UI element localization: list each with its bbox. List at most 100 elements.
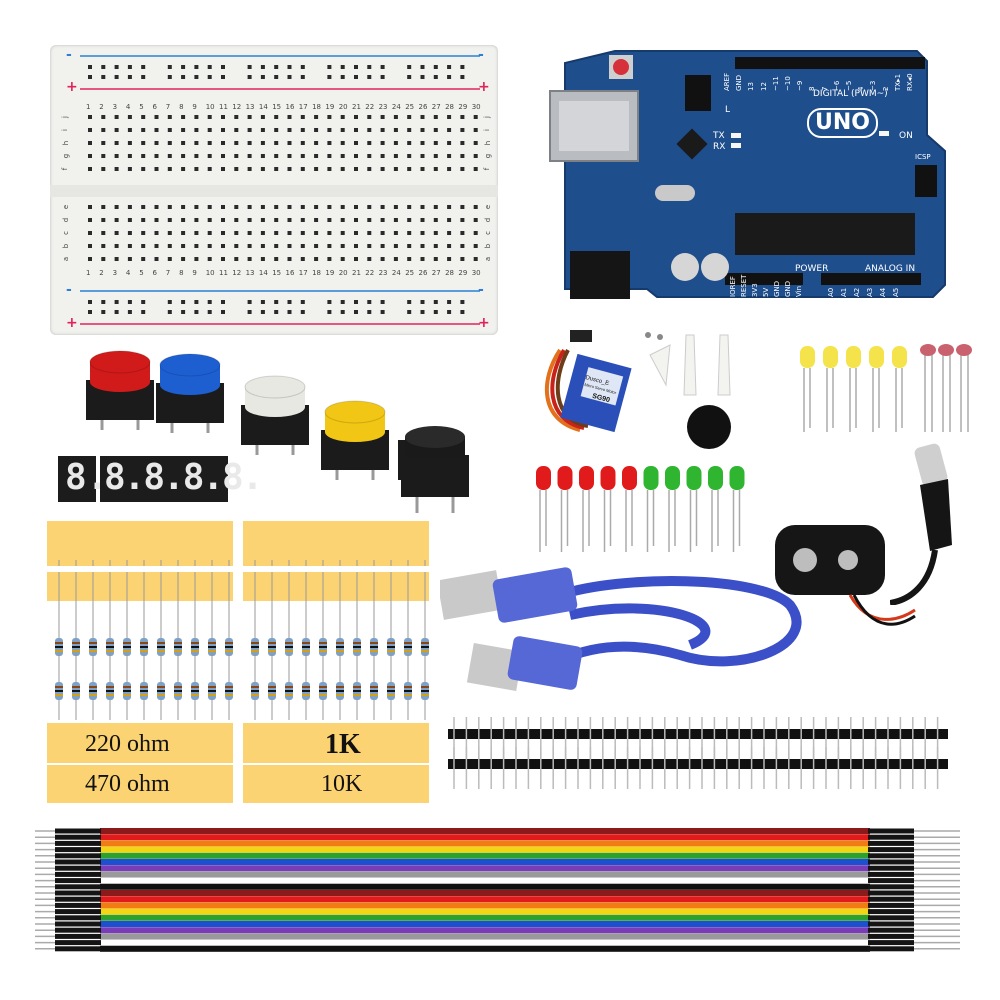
resistor-220-label-tape: 220 ohm — [47, 723, 233, 763]
led — [643, 466, 659, 552]
jumper-wire — [100, 921, 870, 927]
row-letter: f — [483, 167, 492, 171]
usb-cable — [440, 567, 802, 692]
jumper-wire — [100, 828, 870, 834]
rail-plus-sign: + — [478, 315, 490, 331]
column-number: 7 — [165, 103, 171, 111]
column-number: 26 — [418, 269, 428, 277]
resistor-pack-tape — [47, 521, 233, 601]
jumper-wire — [100, 834, 870, 841]
resistor — [140, 652, 148, 720]
row-letter: b — [62, 243, 71, 249]
column-number: 16 — [285, 269, 295, 277]
row-letter: e — [62, 204, 71, 210]
row-letter: h — [62, 140, 71, 146]
resistor — [157, 652, 165, 720]
row-letter: a — [62, 256, 71, 262]
seven-segment-display-1digit: 8. — [58, 456, 108, 502]
resistor-470-label-tape: 470 ohm — [47, 765, 233, 803]
row-letter: i — [60, 129, 69, 131]
led — [800, 346, 815, 432]
arduino-uno-board: UNO DIGITAL (PWM~) ON TX RX L ICSP POWER… — [545, 45, 955, 305]
resistor — [404, 652, 412, 720]
jumper-wires — [35, 828, 960, 952]
column-number: 5 — [139, 103, 144, 111]
led — [846, 346, 861, 432]
jumper-wire — [100, 871, 870, 878]
column-number: 17 — [298, 269, 308, 277]
pin-label: GND — [735, 74, 744, 91]
jumper-wire — [100, 890, 870, 896]
row-letter: c — [61, 231, 70, 235]
row-letter: h — [484, 140, 493, 146]
rail-plus-sign: + — [66, 315, 78, 331]
pin-label: ~3 — [869, 80, 878, 91]
column-number: 20 — [338, 269, 348, 277]
push-buttons — [80, 345, 440, 490]
pin-label: A0 — [827, 287, 835, 297]
tx-led-label: TX — [713, 131, 725, 141]
led — [892, 346, 907, 432]
row-letter: d — [62, 217, 71, 223]
column-number: 25 — [405, 269, 415, 277]
pin-header-strip — [448, 729, 948, 739]
jumper-wire — [100, 945, 870, 952]
column-number: 15 — [272, 269, 282, 277]
jumper-wire — [100, 927, 870, 934]
resistor — [268, 652, 276, 720]
power-label: POWER — [795, 264, 829, 274]
resistor — [336, 652, 344, 720]
column-number: 27 — [431, 269, 441, 277]
column-number: 4 — [125, 269, 131, 277]
rail-minus-sign: - — [478, 47, 484, 63]
resistor — [123, 652, 131, 720]
servo-motor: Dusco_E Micro Servo Motor SG90 — [540, 320, 680, 460]
column-number: 20 — [338, 103, 348, 111]
pin-label: RESET — [740, 274, 748, 297]
column-number: 1 — [86, 269, 91, 277]
column-number: 2 — [99, 103, 104, 111]
jumper-wire — [100, 846, 870, 853]
resistor-470-label: 470 ohm — [85, 771, 170, 797]
led — [665, 466, 680, 552]
column-number: 21 — [352, 103, 361, 111]
column-number: 13 — [245, 103, 255, 111]
pin-label: 13 — [747, 82, 756, 91]
pin-label: ~9 — [796, 80, 805, 91]
column-number: 6 — [152, 269, 157, 277]
led — [622, 466, 637, 552]
column-number: 9 — [192, 103, 197, 111]
column-number: 13 — [245, 269, 255, 277]
jumper-wire — [100, 908, 870, 915]
column-number: 14 — [258, 103, 268, 111]
seven-segment-display-4digit: 8.8.8.8. — [100, 456, 263, 502]
row-letter: g — [62, 153, 71, 159]
jumper-wire — [100, 883, 870, 890]
led — [823, 346, 838, 432]
pin-label: A5 — [892, 287, 900, 297]
led — [557, 466, 573, 552]
pin-label: ~6 — [832, 80, 841, 91]
column-number: 18 — [312, 103, 322, 111]
pin-label: 2 — [881, 86, 890, 91]
row-letter: j — [482, 116, 491, 118]
pin-label: RX◂0 — [906, 73, 914, 91]
rail-minus-sign: - — [66, 47, 72, 63]
resistor — [55, 560, 63, 678]
pin-headers — [448, 717, 948, 789]
column-number: 15 — [272, 103, 282, 111]
photoresistor — [938, 344, 954, 432]
buzzer — [687, 405, 731, 449]
column-number: 3 — [112, 103, 118, 111]
battery-clip — [775, 525, 916, 626]
led — [729, 466, 745, 552]
resistor-10k-label-tape: 10K — [243, 765, 429, 803]
pin-label: ~5 — [845, 80, 853, 91]
jumper-wire — [100, 840, 870, 847]
pin-label: A4 — [879, 287, 887, 297]
pin-label: 4 — [857, 86, 866, 91]
column-number: 9 — [192, 269, 197, 277]
pin-label: 8 — [808, 86, 817, 91]
column-number: 24 — [391, 269, 401, 277]
dc-barrel-plug — [890, 443, 952, 605]
